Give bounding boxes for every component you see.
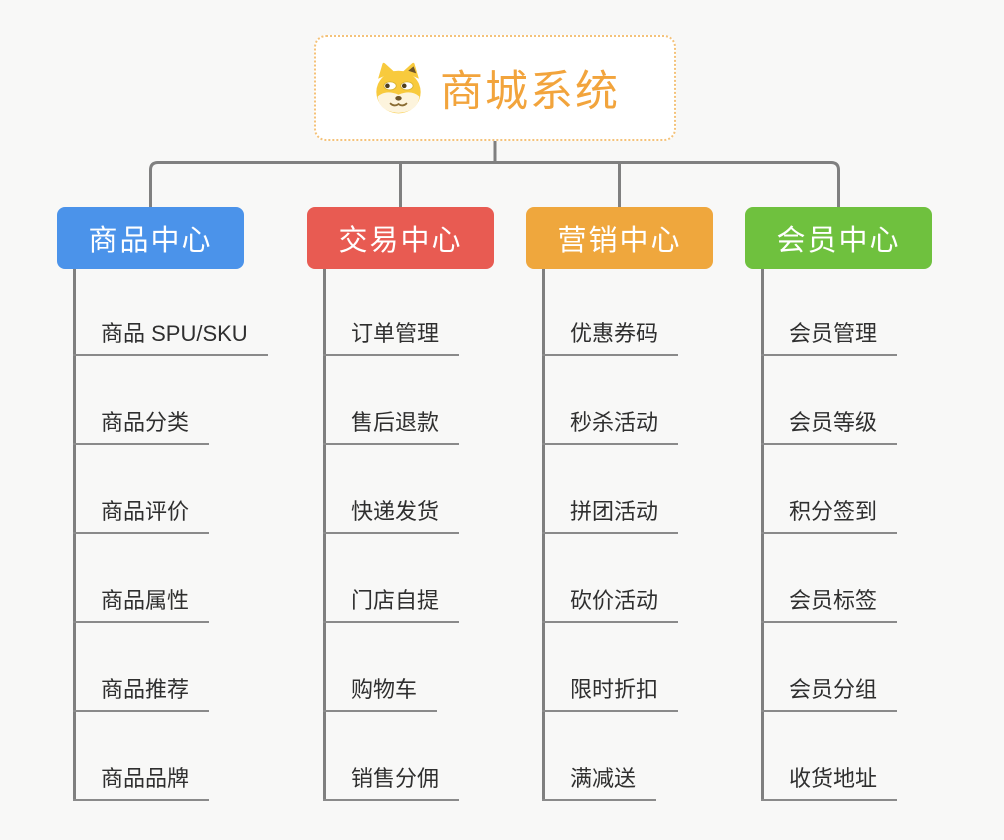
leaf-node[interactable]: 门店自提 xyxy=(323,579,460,623)
leaf-node[interactable]: 会员标签 xyxy=(761,579,898,623)
branch-spine-trade xyxy=(323,269,326,800)
leaf-node[interactable]: 订单管理 xyxy=(323,312,460,356)
leaf-node[interactable]: 砍价活动 xyxy=(542,579,679,623)
leaf-node[interactable]: 快递发货 xyxy=(323,490,460,534)
leaf-node[interactable]: 商品推荐 xyxy=(73,668,210,712)
leaf-node[interactable]: 商品品牌 xyxy=(73,757,210,801)
leaf-node[interactable]: 收货地址 xyxy=(761,757,898,801)
leaf-node[interactable]: 售后退款 xyxy=(323,401,460,445)
branch-spine-marketing xyxy=(542,269,545,800)
doge-icon xyxy=(376,62,421,113)
leaf-node[interactable]: 秒杀活动 xyxy=(542,401,679,445)
root-node[interactable]: 商城系统 xyxy=(314,35,676,141)
leaf-node[interactable]: 限时折扣 xyxy=(542,668,679,712)
leaf-node[interactable]: 会员等级 xyxy=(761,401,898,445)
branch-node-marketing[interactable]: 营销中心 xyxy=(526,207,713,269)
branch-node-products[interactable]: 商品中心 xyxy=(57,207,244,269)
leaf-node[interactable]: 商品 SPU/SKU xyxy=(73,312,268,356)
leaf-node[interactable]: 优惠券码 xyxy=(542,312,679,356)
branch-spine-members xyxy=(761,269,764,800)
leaf-node[interactable]: 积分签到 xyxy=(761,490,898,534)
leaf-node[interactable]: 销售分佣 xyxy=(323,757,460,801)
leaf-node[interactable]: 会员管理 xyxy=(761,312,898,356)
leaf-node[interactable]: 满减送 xyxy=(542,757,657,801)
leaf-node[interactable]: 会员分组 xyxy=(761,668,898,712)
leaf-node[interactable]: 拼团活动 xyxy=(542,490,679,534)
branch-rail-line xyxy=(149,161,840,207)
leaf-node[interactable]: 购物车 xyxy=(323,668,438,712)
branch-node-trade[interactable]: 交易中心 xyxy=(307,207,494,269)
leaf-node[interactable]: 商品分类 xyxy=(73,401,210,445)
root-title: 商城系统 xyxy=(440,68,620,116)
leaf-node[interactable]: 商品评价 xyxy=(73,490,210,534)
branch-node-members[interactable]: 会员中心 xyxy=(745,207,932,269)
branch-spine-products xyxy=(73,269,76,800)
leaf-node[interactable]: 商品属性 xyxy=(73,579,210,623)
